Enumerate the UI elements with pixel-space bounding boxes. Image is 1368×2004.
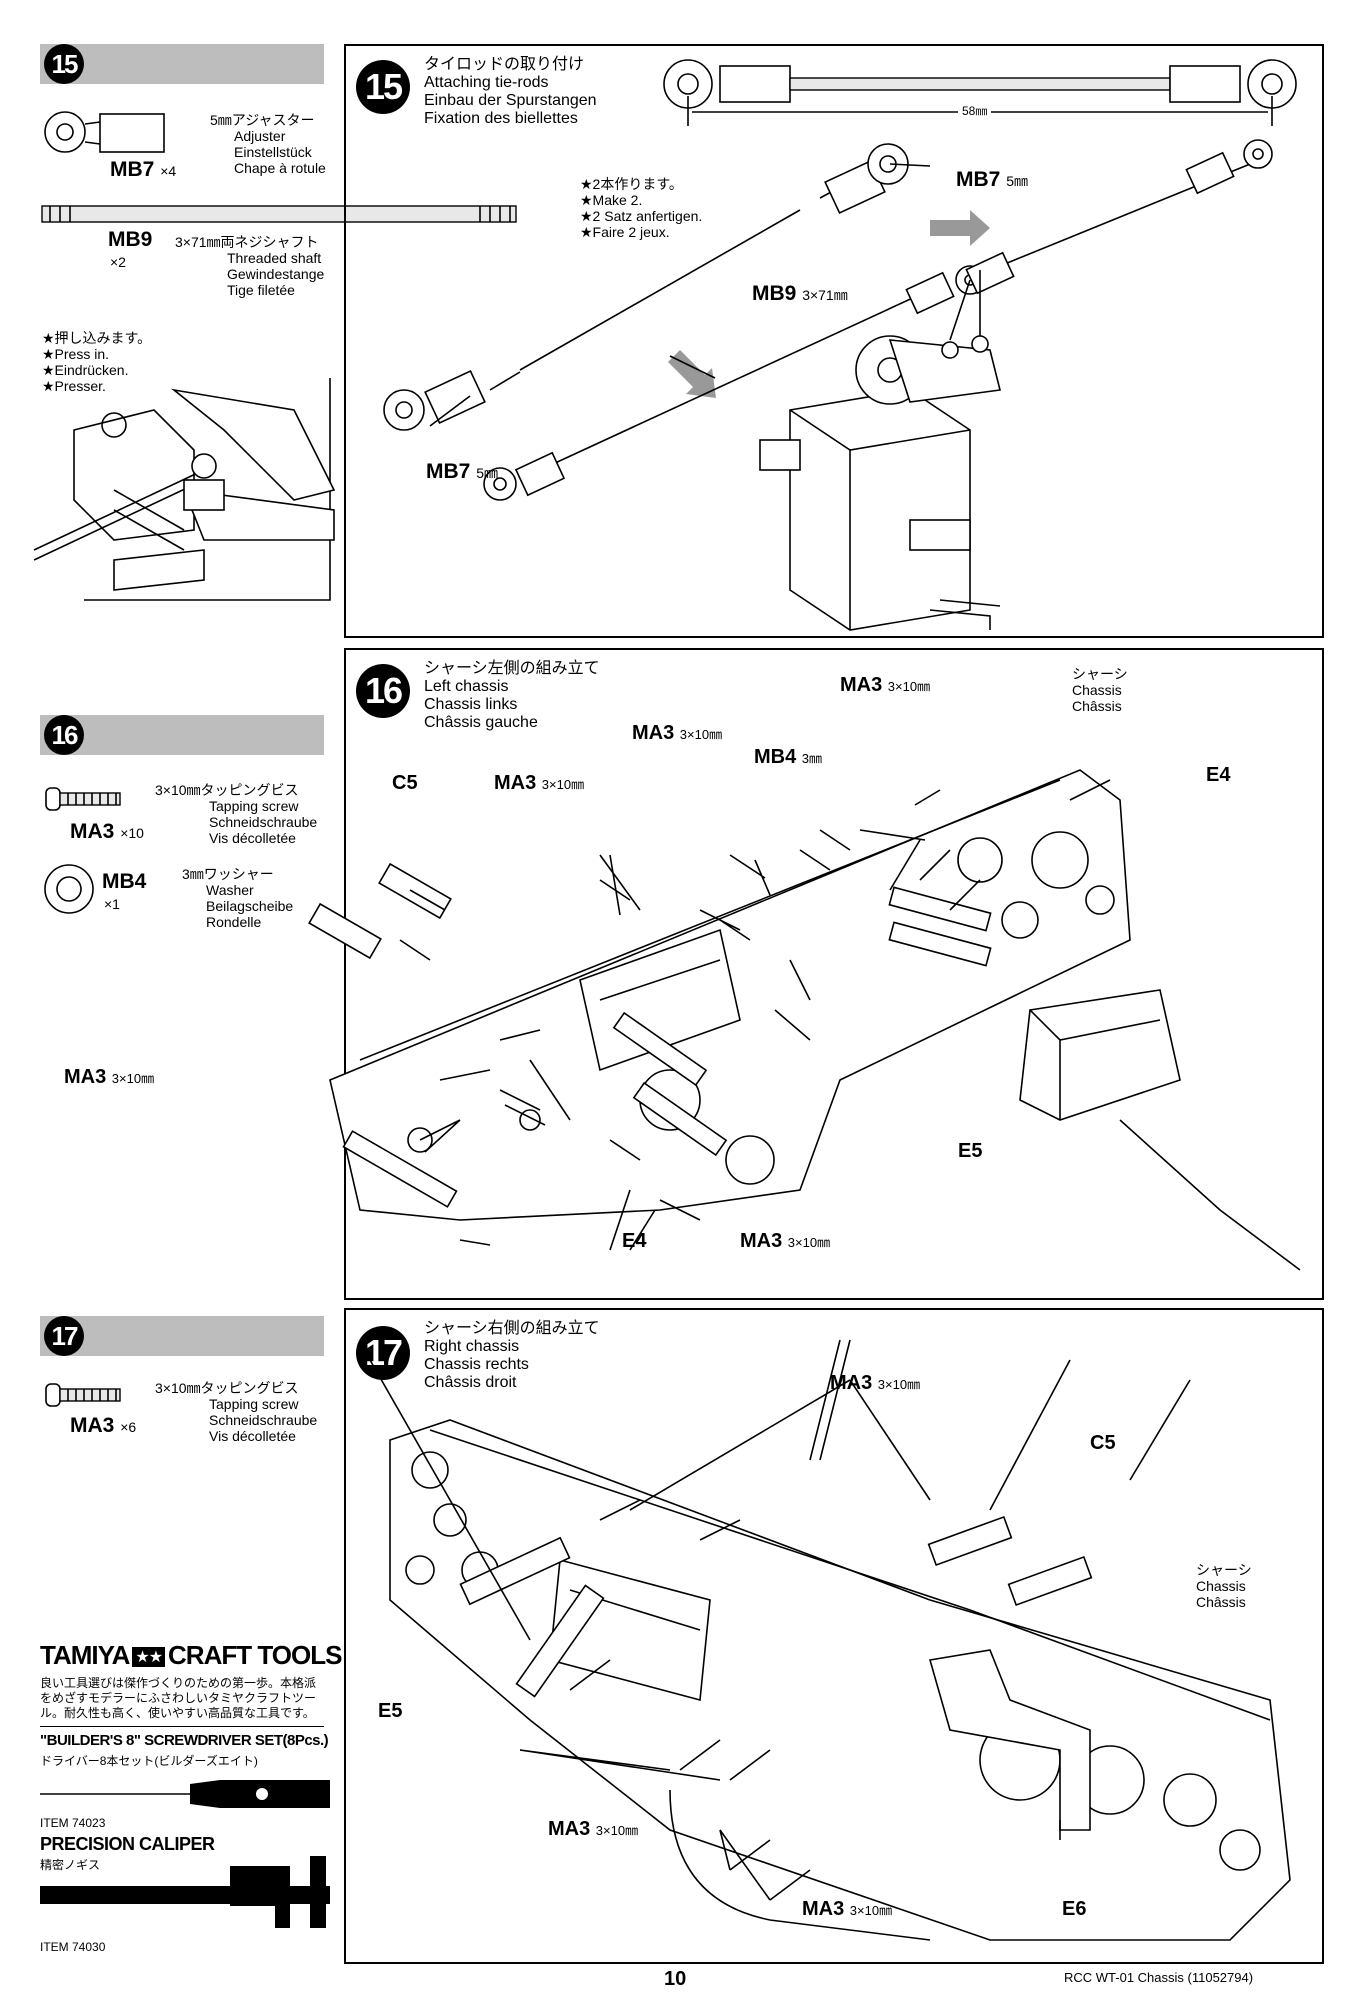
step17-parts-banner — [40, 1316, 324, 1356]
caliper-icon — [40, 1856, 330, 1928]
step16-e4-right-label: E4 — [1206, 764, 1231, 786]
step15-number: 15 — [356, 60, 410, 114]
step16-e4-bottom-label: E4 — [622, 1230, 647, 1252]
press-in-illustration — [33, 378, 336, 601]
washer-drawing — [44, 864, 94, 914]
mb9-code: MB9 — [108, 228, 153, 251]
screwdriver-set-name: "BUILDER'S 8" SCREWDRIVER SET(8Pcs.) — [40, 1732, 329, 1749]
step15-mb7-top-label: MB7 5㎜ — [956, 168, 1028, 191]
step16-ma3-upper-right: MA3 3×10㎜ — [840, 674, 931, 696]
step16-ma3-bottom-label: MA3 3×10㎜ — [740, 1230, 831, 1252]
step17-ma3-top-label: MA3 3×10㎜ — [830, 1372, 921, 1394]
left-chassis-drawing — [308, 769, 1301, 1271]
step17-c5-label: C5 — [1090, 1432, 1116, 1454]
step17-tapping-screw-drawing — [45, 1383, 121, 1407]
step15-mb9-label: MB9 3×71㎜ — [752, 282, 848, 305]
tie-rod-exploded-drawing — [383, 139, 1273, 631]
tie-rod-assembled-drawing — [663, 59, 1297, 109]
step16-mb4-label: MB4 3㎜ — [754, 746, 823, 768]
dimension-58mm: 58㎜ — [958, 102, 992, 119]
step16-number: 16 — [356, 664, 410, 718]
mb4-code: MB4 — [102, 870, 147, 893]
step15-panel — [344, 44, 1324, 638]
mb7-code: MB7 ×4 — [110, 158, 177, 181]
step16-panel — [344, 648, 1324, 1300]
tapping-screw-drawing — [45, 787, 121, 811]
step16-c5-label: C5 — [392, 772, 418, 794]
step17-screw-label: 3×10㎜タッピングビス Tapping screw Schneidschrau… — [155, 1380, 318, 1444]
step16-ma3-upper-mid: MA3 3×10㎜ — [632, 722, 723, 744]
make-two-note: ★2本作ります。 ★Make 2. ★2 Satz anfertigen. ★F… — [580, 176, 703, 240]
craft-tools-description: 良い工具選びは傑作づくりのための第一歩。本格派 をめざすモデラーにふさわしいタミ… — [40, 1676, 317, 1720]
step16-ma3-upper-left: MA3 3×10㎜ — [494, 772, 585, 794]
step16-e5-label: E5 — [958, 1140, 983, 1162]
step17-panel — [344, 1308, 1324, 1964]
step16-ma3-left-label: MA3 3×10㎜ — [64, 1066, 155, 1088]
step17-parts-number: 17 — [44, 1316, 84, 1356]
step15-parts-banner — [40, 44, 324, 84]
press-in-note: ★押し込みます。 ★Press in. ★Eindrücken. ★Presse… — [42, 330, 152, 394]
step16-title: シャーシ左側の組み立て Left chassis Chassis links C… — [424, 660, 600, 731]
screwdriver-set-ja: ドライバー8本セット(ビルダーズエイト) — [40, 1754, 258, 1768]
step16-chassis-label: シャーシ Chassis Châssis — [1072, 666, 1128, 714]
screwdriver-icon — [40, 1780, 330, 1808]
craft-tools-brand: TAMIYA★★CRAFT TOOLS — [40, 1640, 342, 1670]
screwdriver-item-no: ITEM 74023 — [40, 1816, 106, 1830]
step17-chassis-label: シャーシ Chassis Châssis — [1196, 1562, 1252, 1610]
adjuster-part-drawing — [44, 111, 165, 153]
step16-screw-label: 3×10㎜タッピングビス Tapping screw Schneidschrau… — [155, 782, 318, 846]
mb9-qty: ×2 — [110, 254, 126, 270]
adjuster-label: 5㎜アジャスター Adjuster Einstellstück Chape à … — [210, 112, 326, 176]
step17-e6-label: E6 — [1062, 1898, 1087, 1920]
mb4-qty: ×1 — [104, 896, 120, 912]
step17-ma3-code: MA3 ×6 — [70, 1414, 137, 1437]
step17-ma3-mid-label: MA3 3×10㎜ — [548, 1818, 639, 1840]
washer-label: 3㎜ワッシャー Washer Beilagscheibe Rondelle — [182, 866, 294, 930]
step17-ma3-bottom-label: MA3 3×10㎜ — [802, 1898, 893, 1920]
threaded-shaft-drawing — [41, 205, 517, 223]
caliper-name: PRECISION CALIPER — [40, 1834, 215, 1854]
step15-mb7-bottom-label: MB7 5㎜ — [426, 460, 498, 483]
caliper-ja: 精密ノギス — [40, 1858, 101, 1872]
divider — [40, 1726, 324, 1727]
page-number: 10 — [664, 1968, 687, 1990]
shaft-label: 3×71㎜両ネジシャフト Threaded shaft Gewindestang… — [175, 234, 325, 298]
caliper-item-no: ITEM 74030 — [40, 1940, 106, 1954]
step15-parts-number: 15 — [44, 44, 84, 84]
step16-ma3-code: MA3 ×10 — [70, 820, 144, 843]
step16-parts-number: 16 — [44, 715, 84, 755]
star-icon: ★★ — [132, 1647, 166, 1668]
step17-title: シャーシ右側の組み立て Right chassis Chassis rechts… — [424, 1320, 600, 1391]
step17-e5-label: E5 — [378, 1700, 403, 1722]
footer-title: RCC WT-01 Chassis (11052794) — [1064, 1970, 1254, 1985]
step16-parts-banner — [40, 715, 324, 755]
step17-number: 17 — [356, 1326, 410, 1380]
right-chassis-drawing — [369, 1339, 1291, 1941]
step15-title: タイロッドの取り付け Attaching tie-rods Einbau der… — [424, 56, 597, 127]
